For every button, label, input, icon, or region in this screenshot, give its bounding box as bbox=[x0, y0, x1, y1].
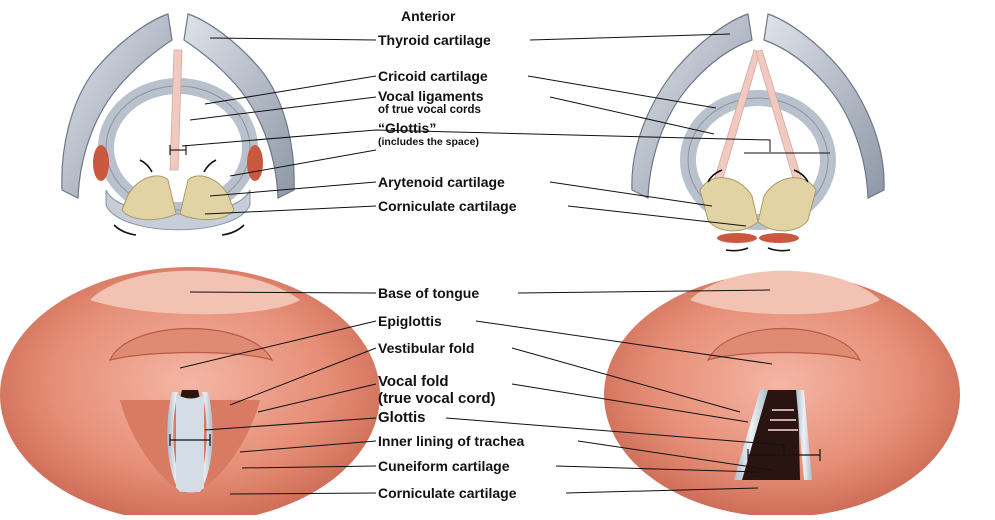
label-arytenoid-cartilage: Arytenoid cartilage bbox=[378, 174, 505, 190]
label-thyroid-cartilage: Thyroid cartilage bbox=[378, 32, 491, 48]
vocal-fold-surface bbox=[176, 394, 204, 493]
label-glottis-top-sub: (includes the space) bbox=[378, 136, 479, 149]
label-vestibular-fold: Vestibular fold bbox=[378, 340, 474, 356]
muscle-left bbox=[717, 233, 757, 243]
arrow-icon bbox=[222, 225, 244, 235]
label-corniculate-cartilage-top: Corniculate cartilage bbox=[378, 198, 517, 214]
label-epiglottis: Epiglottis bbox=[378, 313, 442, 329]
label-anterior: Anterior bbox=[401, 8, 455, 24]
label-glottis-top: “Glottis” bbox=[378, 120, 436, 136]
label-base-of-tongue: Base of tongue bbox=[378, 285, 479, 301]
label-vocal-fold: Vocal fold bbox=[378, 374, 449, 390]
muscle-right bbox=[247, 145, 263, 181]
top-left-larynx bbox=[62, 14, 294, 235]
arytenoid-left bbox=[700, 178, 758, 231]
label-corniculate-cartilage-bottom: Corniculate cartilage bbox=[378, 485, 517, 501]
arrow-icon bbox=[140, 160, 152, 172]
label-glottis: Glottis bbox=[378, 410, 426, 426]
arrow-icon bbox=[768, 248, 790, 251]
muscle-left bbox=[93, 145, 109, 181]
label-cricoid-cartilage: Cricoid cartilage bbox=[378, 68, 488, 84]
label-vocal-ligaments-sub: of true vocal cords bbox=[378, 104, 481, 117]
label-vocal-ligaments: Vocal ligaments bbox=[378, 88, 484, 104]
arytenoid-right bbox=[758, 178, 816, 231]
bottom-left-laryngoscope-view bbox=[0, 267, 380, 515]
arrow-icon bbox=[114, 225, 136, 235]
arrow-icon bbox=[204, 160, 216, 172]
muscle-right bbox=[759, 233, 799, 243]
top-right-larynx bbox=[632, 14, 884, 251]
label-inner-lining-of-trachea: Inner lining of trachea bbox=[378, 433, 524, 449]
arytenoid-left bbox=[122, 176, 176, 220]
arrow-icon bbox=[726, 248, 748, 251]
bottom-right-laryngoscope-view bbox=[604, 271, 960, 515]
vocal-ligaments-left bbox=[170, 50, 182, 170]
label-cuneiform-cartilage: Cuneiform cartilage bbox=[378, 458, 509, 474]
base-of-tongue bbox=[690, 271, 880, 315]
label-vocal-fold-sub: (true vocal cord) bbox=[378, 391, 496, 407]
